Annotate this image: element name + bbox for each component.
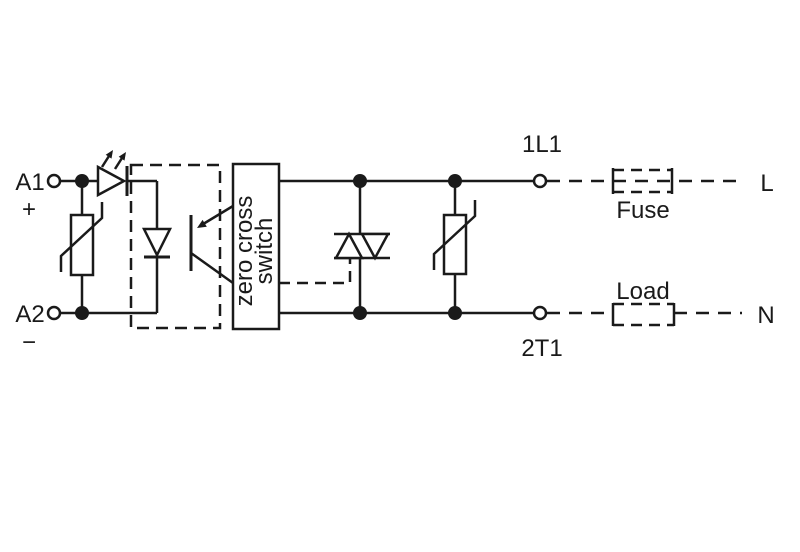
input-varistor-symbol — [59, 181, 104, 313]
junction-dot — [353, 174, 367, 188]
light-arrow-icon — [197, 204, 234, 228]
junction-dot — [448, 306, 462, 320]
gate-wire — [279, 258, 352, 285]
phototransistor-symbol — [189, 215, 234, 285]
junction-dot — [75, 306, 89, 320]
zero-cross-switch-label-line1: zero cross — [231, 196, 258, 307]
output-section: 1L1 2T1 — [279, 131, 563, 362]
triac-symbol — [333, 181, 391, 313]
label-line-l: L — [760, 170, 773, 197]
label-fuse: Fuse — [616, 197, 669, 224]
minus-sign: − — [22, 329, 36, 356]
zero-cross-switch-box — [231, 162, 281, 331]
external-wiring-section: Fuse L Load N — [547, 168, 775, 329]
optocoupler-boundary — [129, 163, 222, 330]
zero-cross-switch-block: zero cross switch — [231, 162, 281, 331]
terminal-1l1 — [532, 173, 548, 189]
label-neutral-n: N — [757, 302, 774, 329]
input-section: A1 + A2 − — [15, 150, 157, 356]
fuse-symbol — [611, 168, 674, 194]
optocoupler-led-symbol — [141, 181, 173, 313]
label-a1: A1 — [15, 169, 44, 196]
label-load: Load — [616, 278, 669, 305]
terminal-2t1 — [532, 305, 548, 321]
plus-sign: + — [22, 196, 36, 223]
terminal-a1 — [46, 173, 62, 189]
led-emission-arrows-icon — [100, 150, 126, 170]
label-2t1: 2T1 — [521, 335, 562, 362]
label-1l1: 1L1 — [522, 131, 562, 158]
zero-cross-switch-label-line2: switch — [251, 218, 278, 285]
load-symbol — [611, 302, 676, 327]
output-varistor-symbol — [432, 181, 477, 313]
terminal-a2 — [46, 305, 62, 321]
led-indicator-symbol — [96, 164, 129, 198]
junction-dot — [75, 174, 89, 188]
label-a2: A2 — [15, 301, 44, 328]
optocoupler-section — [129, 163, 234, 330]
junction-dot — [353, 306, 367, 320]
junction-dot — [448, 174, 462, 188]
